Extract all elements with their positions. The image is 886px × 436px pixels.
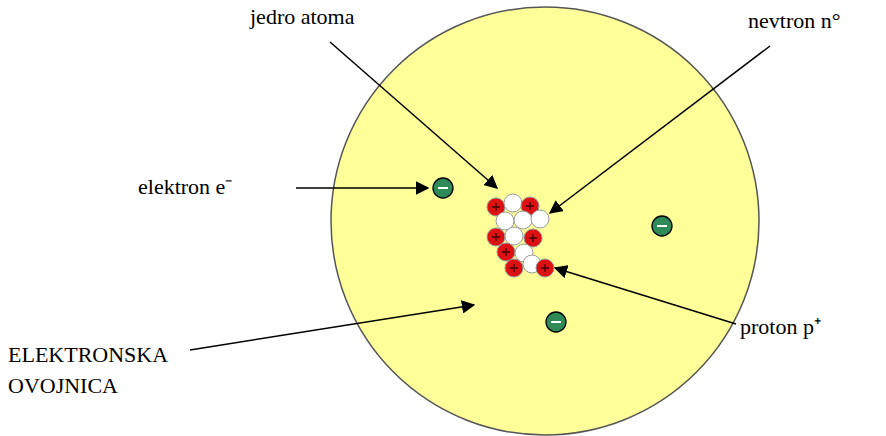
part-label: elektron e⁻ xyxy=(138,172,232,203)
minus-symbol xyxy=(657,225,667,227)
leader-line xyxy=(190,305,474,350)
electron-circle xyxy=(433,178,453,198)
nucleus xyxy=(487,194,554,277)
plus-symbol xyxy=(526,202,534,210)
neutron-particle xyxy=(504,194,522,212)
particle-circle xyxy=(504,194,522,212)
proton-particle xyxy=(497,243,515,261)
electron-circle xyxy=(652,216,672,236)
particle-circle xyxy=(536,259,554,277)
neutron-particle xyxy=(531,210,549,228)
particle-circle xyxy=(514,211,532,229)
minus-symbol xyxy=(438,187,448,189)
particle-circle xyxy=(531,210,549,228)
plus-symbol xyxy=(492,203,500,211)
plus-symbol xyxy=(502,248,510,256)
minus-symbol xyxy=(551,321,561,323)
leader-line xyxy=(550,46,770,213)
part-label: jedro atoma xyxy=(250,2,354,33)
electron-shell xyxy=(331,7,759,435)
plus-symbol xyxy=(492,233,500,241)
particle-circle xyxy=(505,227,523,245)
part-label: nevtron n° xyxy=(748,6,841,37)
electrons xyxy=(433,178,672,332)
neutron-particle xyxy=(514,211,532,229)
neutron-particle xyxy=(505,227,523,245)
part-label: proton p⁺ xyxy=(740,312,821,343)
proton-particle xyxy=(505,259,523,277)
particle-circle xyxy=(497,243,515,261)
leader-lines xyxy=(190,42,770,350)
leader-line xyxy=(296,187,428,189)
plus-symbol xyxy=(529,234,537,242)
electron-particle xyxy=(652,216,672,236)
plus-symbol xyxy=(510,264,518,272)
leader-line xyxy=(330,42,497,188)
electron-particle xyxy=(546,312,566,332)
proton-particle xyxy=(536,259,554,277)
electron-circle xyxy=(546,312,566,332)
electron-particle xyxy=(433,178,453,198)
plus-symbol xyxy=(541,264,549,272)
part-label: ELEKTRONSKA OVOJNICA xyxy=(8,340,208,402)
particle-circle xyxy=(505,259,523,277)
leader-line xyxy=(555,268,736,324)
